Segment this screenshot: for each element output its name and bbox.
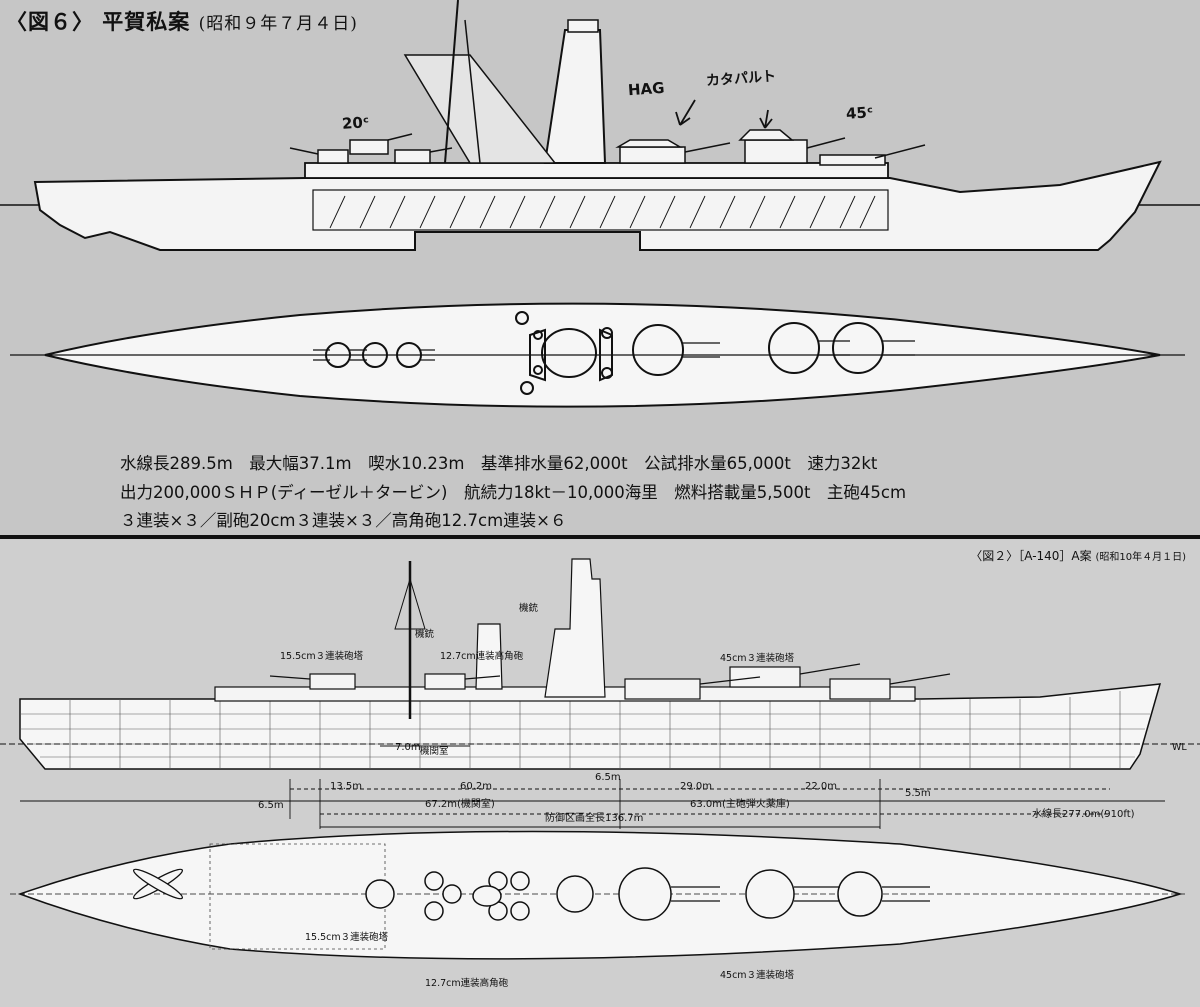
dim-22-0: 22.0m: [805, 781, 838, 792]
label-mg-lower: 機銃: [415, 629, 435, 640]
fig6-superstructure-deck: [304, 162, 889, 179]
specs-line-3: ３連装×３／副砲20cm３連装×３／高角砲12.7cm連装×６: [120, 511, 567, 530]
fig6-hull-profile: [33, 160, 1162, 251]
label-engine-room: 機関室: [420, 746, 449, 757]
dim-67-2: 67.2m(機関室): [425, 799, 495, 810]
dim-5-5: 5.5m: [905, 788, 931, 799]
fig2-hull-profile: [19, 683, 1162, 770]
figure-2-drawing: [0, 558, 1200, 960]
label-main-turret-plan: 45cm３連装砲塔: [720, 970, 795, 981]
dim-7-0: 7.0m: [395, 742, 421, 753]
label-ha-gun: 12.7cm連装高角砲: [440, 651, 524, 662]
figure-2-panel: 〈図２〉［A-140］A案 (昭和10年４月１日) 機銃 機銃 15.5cm３連…: [0, 539, 1200, 1007]
annotation-hag: HAG: [627, 78, 666, 100]
label-main-turret: 45cm３連装砲塔: [720, 653, 795, 664]
figure-2-title-text: 〈図２〉［A-140］A案: [970, 549, 1092, 563]
dim-13-5: 13.5m: [330, 781, 363, 792]
dim-60-2: 60.2m: [460, 781, 493, 792]
fig2-tower-mast: [544, 558, 606, 698]
specs-line-1: 水線長289.5m 最大幅37.1m 喫水10.23m 基準排水量62,000t…: [120, 454, 878, 473]
annotation-main-caliber: 45ᶜ: [845, 103, 874, 123]
panel-divider: [0, 535, 1200, 539]
fig6-secondary-turrets: [289, 133, 453, 164]
dim-6-5-b: 6.5m: [258, 800, 284, 811]
specs-line-2: 出力200,000ＳＨＰ(ディーゼル＋タービン) 航続力18kt－10,000海…: [120, 483, 907, 502]
aircraft-icon: [132, 868, 184, 900]
fig6-funnel: [543, 29, 607, 164]
fig2-profile-turrets: [309, 666, 891, 700]
dim-277: 水線長277.0m(910ft): [1032, 809, 1135, 820]
fig2-hull-plan: [17, 830, 1183, 960]
figure-6-title: 〈図６〉 平賀私案 (昭和９年７月４日): [6, 6, 358, 36]
label-ha-gun-plan: 12.7cm連装高角砲: [425, 978, 509, 989]
fig6-tripod-mast: [403, 54, 557, 164]
figure-6-date: (昭和９年７月４日): [198, 14, 358, 34]
fig2-plan-turrets: [365, 867, 883, 921]
fig6-plan-turrets: [325, 311, 884, 395]
label-secondary-turret: 15.5cm３連装砲塔: [280, 651, 364, 662]
figure-6-panel: 〈図６〉 平賀私案 (昭和９年７月４日) 20ᶜ HAG カタパルト 45ᶜ 水…: [0, 0, 1200, 530]
annotation-secondary-caliber: 20ᶜ: [341, 113, 370, 133]
label-secondary-turret-plan: 15.5cm３連装砲塔: [305, 932, 389, 943]
dim-6-5-a: 6.5m: [595, 772, 621, 783]
label-mg-upper: 機銃: [519, 603, 539, 614]
figure-2-title: 〈図２〉［A-140］A案 (昭和10年４月１日): [970, 547, 1186, 564]
fig6-main-turrets: [615, 129, 926, 166]
label-waterline: WL: [1172, 742, 1187, 753]
dim-136-7: 防御区画全長136.7m: [545, 813, 644, 824]
dim-63-0: 63.0m(主砲弾火薬庫): [690, 799, 790, 810]
fig6-belt-armor: [312, 189, 889, 231]
figure-6-drawing: [0, 0, 1200, 408]
dim-29-0: 29.0m: [680, 781, 713, 792]
figure-2-date: (昭和10年４月１日): [1095, 552, 1186, 563]
figure-6-title-text: 〈図６〉 平賀私案: [6, 10, 191, 34]
